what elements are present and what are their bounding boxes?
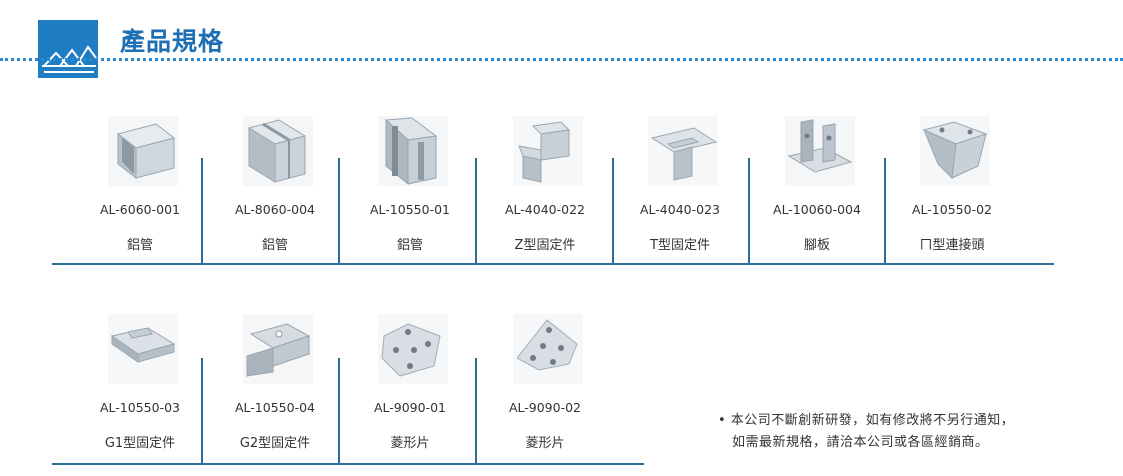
product-code: AL-8060-004 [235, 202, 315, 217]
column-divider [748, 158, 750, 264]
spec-notice: • 本公司不斷創新研發，如有修改將不另行通知， 如需最新規格，請洽本公司或各區經… [718, 410, 1014, 454]
product-name: 菱形片 [525, 436, 565, 451]
product-name: 腳板 [803, 238, 830, 253]
foot-plate-icon [785, 116, 855, 186]
product-name: 鋁管 [396, 238, 423, 253]
product-code: AL-10550-04 [235, 400, 315, 415]
column-divider [475, 358, 477, 464]
square-tube-icon [108, 116, 178, 186]
product-code: AL-9090-01 [373, 400, 447, 415]
header-divider [0, 58, 1123, 61]
row-baseline [52, 463, 644, 465]
notice-line: 如需最新規格，請洽本公司或各區經銷商。 [732, 435, 989, 450]
u-connector-icon [920, 116, 990, 186]
column-divider [475, 158, 477, 264]
rail-structure-icon [38, 20, 98, 78]
g2-clamp-icon [243, 314, 313, 384]
product-name: 鋁管 [261, 238, 288, 253]
notice-line: • 本公司不斷創新研發，如有修改將不另行通知， [718, 413, 1015, 428]
product-name: G2型固定件 [239, 436, 311, 451]
rail-profile-icon [378, 116, 448, 186]
product-code: AL-6060-001 [100, 202, 180, 217]
product-name: Z型固定件 [514, 238, 576, 253]
z-bracket-icon [513, 116, 583, 186]
grooved-tube-icon [243, 116, 313, 186]
column-divider [201, 358, 203, 464]
column-divider [612, 158, 614, 264]
diamond-plate-icon [513, 314, 583, 384]
product-name: G1型固定件 [104, 436, 176, 451]
page-title: 產品規格 [120, 27, 225, 56]
product-name: ㄇ型連接頭 [919, 238, 985, 253]
g1-clamp-icon [108, 314, 178, 384]
column-divider [338, 158, 340, 264]
product-code: AL-4040-023 [640, 202, 720, 217]
product-code: AL-4040-022 [505, 202, 585, 217]
column-divider [884, 158, 886, 264]
diamond-plate-icon [378, 314, 448, 384]
product-name: 菱形片 [390, 436, 430, 451]
column-divider [338, 358, 340, 464]
row-baseline [52, 263, 1054, 265]
product-code: AL-10550-02 [912, 202, 992, 217]
column-divider [201, 158, 203, 264]
product-code: AL-10060-004 [773, 202, 861, 217]
product-code: AL-10550-01 [370, 202, 450, 217]
product-code: AL-10550-03 [100, 400, 180, 415]
product-name: T型固定件 [650, 238, 710, 253]
t-bracket-icon [648, 116, 718, 186]
product-code: AL-9090-02 [508, 400, 582, 415]
product-name: 鋁管 [126, 238, 153, 253]
